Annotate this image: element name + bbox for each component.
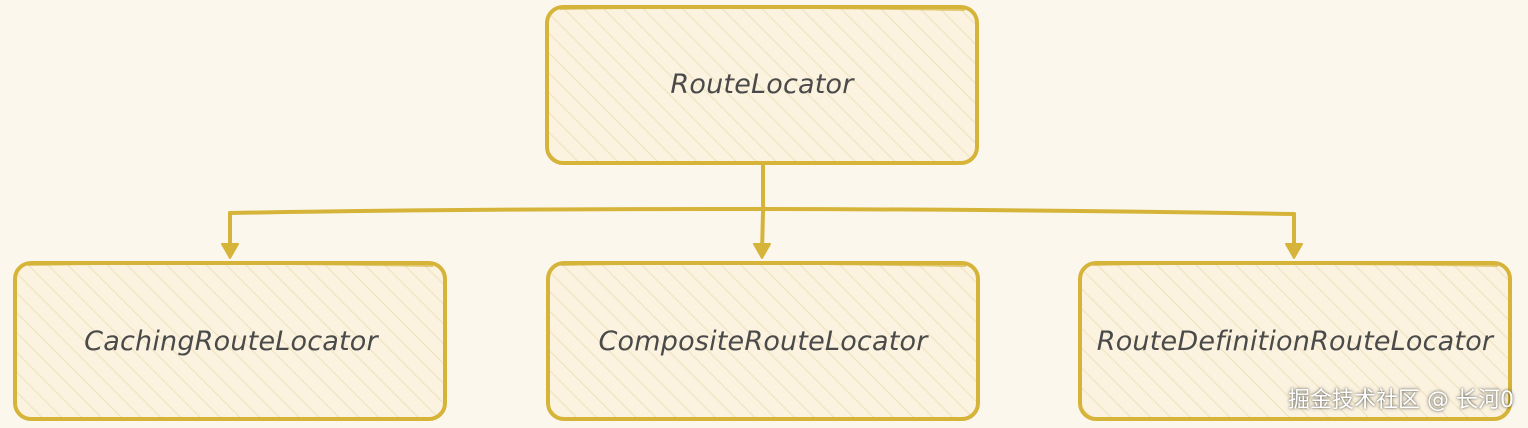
- arrowhead-composite: [753, 243, 771, 259]
- node-caching-route-locator: CachingRouteLocator: [13, 261, 447, 421]
- watermark-text: 掘金技术社区 @ 长河0: [1288, 388, 1514, 413]
- connector-horizontal-bar: [228, 207, 1296, 216]
- node-label-route-definition-route-locator: RouteDefinitionRouteLocator: [1097, 326, 1495, 357]
- arrowhead-caching: [221, 243, 239, 259]
- connector-lines: [228, 164, 1296, 254]
- node-label-route-locator: RouteLocator: [670, 69, 855, 100]
- node-route-locator: RouteLocator: [545, 5, 979, 165]
- node-label-composite-route-locator: CompositeRouteLocator: [598, 326, 929, 357]
- arrowhead-definition: [1285, 243, 1303, 259]
- node-composite-route-locator: CompositeRouteLocator: [546, 261, 980, 421]
- node-route-definition-route-locator: RouteDefinitionRouteLocator: [1078, 261, 1512, 421]
- arrowheads: [221, 243, 1303, 259]
- node-label-caching-route-locator: CachingRouteLocator: [84, 326, 379, 357]
